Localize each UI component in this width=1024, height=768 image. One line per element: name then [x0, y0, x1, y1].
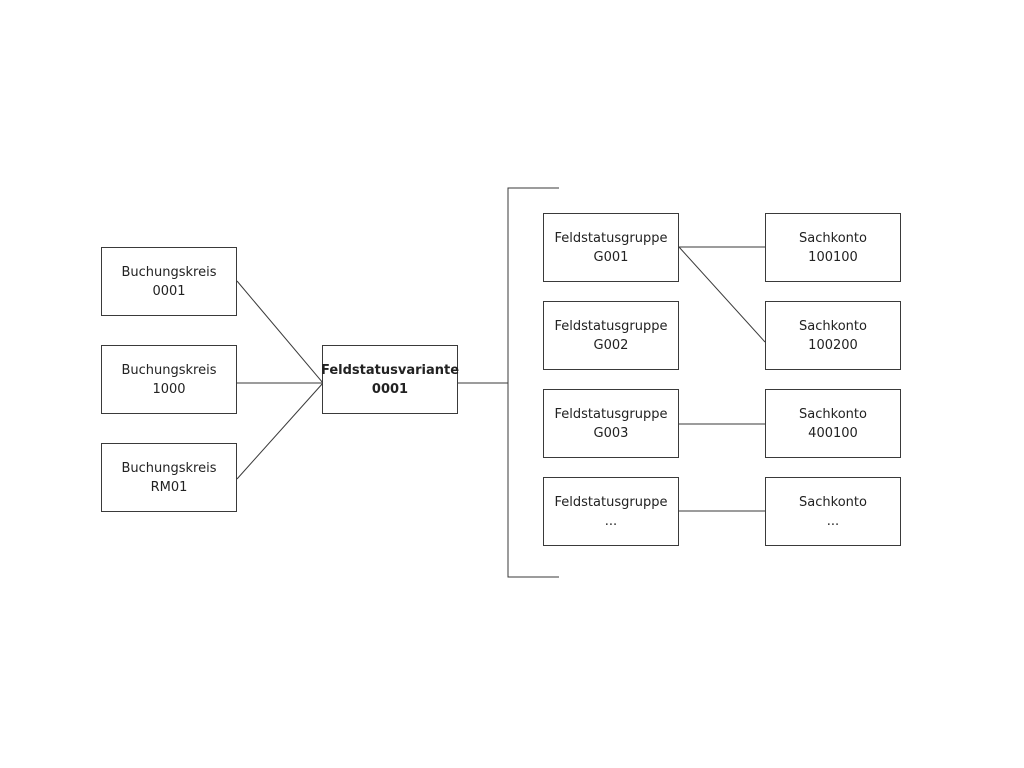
feldstatusgruppe-label: Feldstatusgruppe: [554, 230, 668, 246]
sachkonto-id: 100200: [808, 337, 858, 353]
buchungskreis-label: Buchungskreis: [121, 264, 217, 280]
sachkonto-id: 400100: [808, 425, 858, 441]
sachkonto-box-100100: Sachkonto 100100: [765, 213, 901, 282]
buchungskreis-box-rm01: Buchungskreis RM01: [101, 443, 237, 512]
feldstatusgruppe-box-g002: Feldstatusgruppe G002: [543, 301, 679, 370]
connector-g001-100200: [678, 246, 766, 343]
sachkonto-box-400100: Sachkonto 400100: [765, 389, 901, 458]
buchungskreis-id: 1000: [152, 381, 186, 397]
buchungskreis-label: Buchungskreis: [121, 362, 217, 378]
feldstatusgruppe-box-g001: Feldstatusgruppe G001: [543, 213, 679, 282]
feldstatusgruppe-label: Feldstatusgruppe: [554, 406, 668, 422]
feldstatusgruppe-id: G001: [593, 249, 629, 265]
sachkonto-box-more: Sachkonto ...: [765, 477, 901, 546]
sachkonto-label: Sachkonto: [799, 406, 867, 422]
sachkonto-id: ...: [826, 513, 840, 529]
feldstatusvariante-box: Feldstatusvariante 0001: [320, 345, 460, 414]
group-bracket: [507, 187, 559, 578]
buchungskreis-label: Buchungskreis: [121, 460, 217, 476]
buchungskreis-box-0001: Buchungskreis 0001: [101, 247, 237, 316]
feldstatusgruppe-box-more: Feldstatusgruppe ...: [543, 477, 679, 546]
feldstatusgruppe-label: Feldstatusgruppe: [554, 318, 668, 334]
feldstatusgruppe-id: ...: [604, 513, 618, 529]
connector-bk-0001: [236, 280, 324, 384]
feldstatusvariante-id: 0001: [371, 381, 409, 397]
buchungskreis-id: 0001: [152, 283, 186, 299]
feldstatusgruppe-id: G003: [593, 425, 629, 441]
buchungskreis-box-1000: Buchungskreis 1000: [101, 345, 237, 414]
sachkonto-id: 100100: [808, 249, 858, 265]
feldstatusgruppe-id: G002: [593, 337, 629, 353]
buchungskreis-id: RM01: [150, 479, 188, 495]
feldstatusgruppe-label: Feldstatusgruppe: [554, 494, 668, 510]
connector-bk-rm01: [236, 382, 324, 480]
feldstatusvariante-label: Feldstatusvariante: [320, 362, 460, 378]
sachkonto-label: Sachkonto: [799, 230, 867, 246]
sachkonto-label: Sachkonto: [799, 318, 867, 334]
sachkonto-box-100200: Sachkonto 100200: [765, 301, 901, 370]
feldstatusgruppe-box-g003: Feldstatusgruppe G003: [543, 389, 679, 458]
sachkonto-label: Sachkonto: [799, 494, 867, 510]
